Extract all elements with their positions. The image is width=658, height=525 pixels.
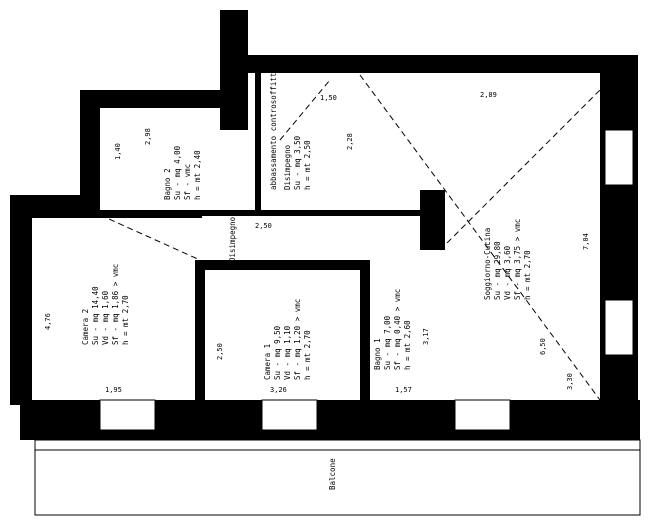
svg-text:Bagno 1: Bagno 1 — [373, 338, 382, 370]
room-bath1-label: Bagno 1 Su - mq 7,00 Sf - mq 0,40 > vmc … — [373, 289, 412, 370]
svg-text:Sf - mq 0,40 > vmc: Sf - mq 0,40 > vmc — [393, 289, 402, 370]
svg-text:Bagno 2: Bagno 2 — [163, 168, 172, 200]
dimension-label: 2,98 — [144, 128, 152, 145]
svg-text:Vd - mq 1,60: Vd - mq 1,60 — [101, 290, 110, 345]
dimension-label: 7,04 — [582, 233, 590, 250]
window — [99, 399, 156, 431]
svg-text:h = mt 2,70: h = mt 2,70 — [523, 250, 532, 300]
svg-text:Su - mq 3,50: Su - mq 3,50 — [293, 135, 302, 190]
dimension-label: 2,50 — [255, 222, 272, 230]
dimension-label: 1,95 — [105, 386, 122, 394]
svg-text:Sf - vmc: Sf - vmc — [183, 164, 192, 200]
svg-text:h = mt 2,70: h = mt 2,70 — [303, 330, 312, 380]
svg-text:Camera 1: Camera 1 — [263, 344, 272, 380]
svg-text:Sf - mq 3,75 > vmc: Sf - mq 3,75 > vmc — [513, 219, 522, 300]
window — [604, 299, 634, 356]
dimension-label: 4,76 — [44, 313, 52, 330]
dimension-label: 3,26 — [270, 386, 287, 394]
dimension-label: 6,50 — [539, 338, 547, 355]
svg-text:h = mt 2,60: h = mt 2,60 — [403, 320, 412, 370]
window — [604, 129, 634, 186]
dimension-label: 3,30 — [566, 373, 574, 390]
svg-text:Su - mq 9,50: Su - mq 9,50 — [273, 325, 282, 380]
dimension-label: 1,50 — [320, 94, 337, 102]
room-hall2-label: Disimpegno — [228, 216, 237, 262]
svg-text:Soggiorno-Cucina: Soggiorno-Cucina — [483, 228, 492, 300]
dimension-label: 1,57 — [395, 386, 412, 394]
svg-text:abbassamento controsoffitto: abbassamento controsoffitto — [269, 68, 278, 190]
window — [454, 399, 511, 431]
room-bedroom2-label: Camera 2 Su - mq 14,40 Vd - mq 1,60 Sf -… — [81, 264, 130, 345]
svg-text:Sf - mq 1,86 > vmc: Sf - mq 1,86 > vmc — [111, 264, 120, 345]
svg-text:Disimpegno: Disimpegno — [283, 144, 292, 190]
room-bedroom1-label: Camera 1 Su - mq 9,50 Vd - mq 1,10 Sf - … — [263, 299, 312, 380]
balcony-label: Balcone — [328, 458, 337, 490]
svg-text:Su - mq 29,80: Su - mq 29,80 — [493, 241, 502, 300]
svg-text:Sf - mq 1,20 > vmc: Sf - mq 1,20 > vmc — [293, 299, 302, 380]
svg-text:Su - mq 7,00: Su - mq 7,00 — [383, 315, 392, 370]
balcony — [34, 439, 641, 516]
svg-text:Camera 2: Camera 2 — [81, 309, 90, 345]
room-hall-label: abbassamento controsoffitto Disimpegno S… — [269, 68, 312, 190]
svg-text:Vd - mq 3,60: Vd - mq 3,60 — [503, 245, 512, 300]
dimension-label: 2,50 — [216, 343, 224, 360]
dimension-label: 2,89 — [480, 91, 497, 99]
svg-text:Su - mq 14,40: Su - mq 14,40 — [91, 286, 100, 345]
walls — [10, 10, 640, 440]
svg-text:h = mt 2,40: h = mt 2,40 — [193, 150, 202, 200]
svg-text:h = mt 2,70: h = mt 2,70 — [121, 295, 130, 345]
dimension-label: 1,40 — [114, 143, 122, 160]
room-bath2-label: Bagno 2 Su - mq 4,00 Sf - vmc h = mt 2,4… — [163, 145, 202, 200]
svg-text:Vd - mq 1,10: Vd - mq 1,10 — [283, 325, 292, 380]
window — [261, 399, 318, 431]
dimension-label: 3,17 — [422, 328, 430, 345]
svg-text:h = mt 2,50: h = mt 2,50 — [303, 140, 312, 190]
room-living-label: Soggiorno-Cucina Su - mq 29,80 Vd - mq 3… — [483, 219, 532, 300]
dimensions: 4,76 2,98 3,26 1,57 2,50 3,17 7,04 2,28 … — [44, 91, 590, 394]
dimension-label: 2,28 — [346, 133, 354, 150]
svg-text:Su - mq 4,00: Su - mq 4,00 — [173, 145, 182, 200]
